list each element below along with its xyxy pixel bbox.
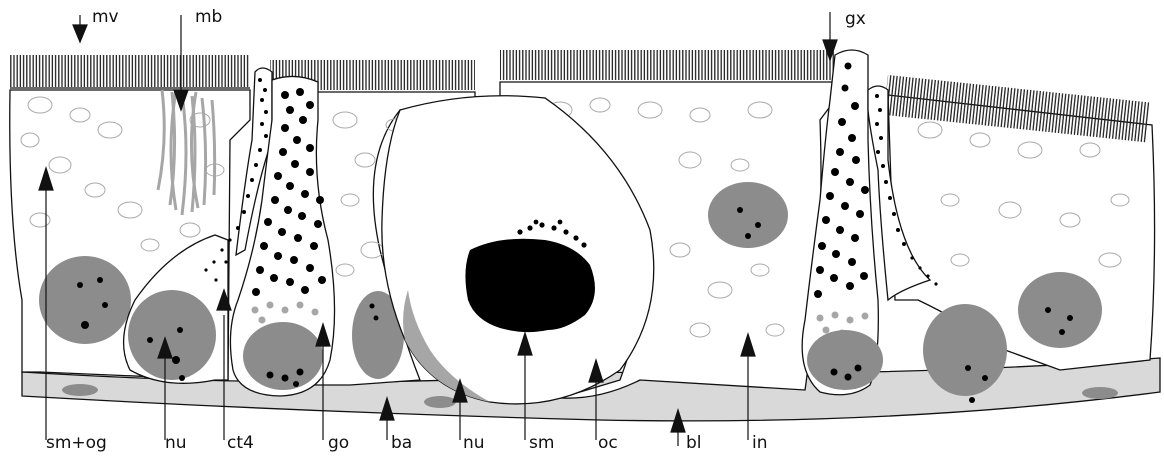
label-mv: mv: [92, 7, 119, 27]
label-nu-mid: nu: [463, 433, 485, 453]
basal-nucleus: [62, 384, 98, 396]
microvilli-border: [10, 55, 250, 87]
label-in: in: [752, 433, 768, 453]
label-oc: oc: [598, 433, 618, 453]
label-sm-og: sm+og: [46, 433, 107, 453]
label-sm: sm: [529, 433, 554, 453]
nucleus: [1018, 272, 1102, 348]
label-nu-left: nu: [165, 433, 187, 453]
label-ct4: ct4: [227, 433, 254, 453]
secretory-mass: [465, 239, 595, 332]
label-ba: ba: [391, 433, 412, 453]
label-gx: gx: [845, 9, 866, 29]
nucleus: [923, 304, 1007, 396]
nucleus: [128, 290, 216, 380]
label-mb: mb: [195, 7, 222, 27]
microvilli-border: [500, 50, 835, 80]
label-bl: bl: [686, 433, 702, 453]
basal-nucleus: [424, 396, 456, 408]
basal-nucleus: [1082, 387, 1118, 399]
nucleus: [807, 330, 883, 390]
label-go: go: [328, 433, 349, 453]
nucleus: [39, 256, 131, 344]
